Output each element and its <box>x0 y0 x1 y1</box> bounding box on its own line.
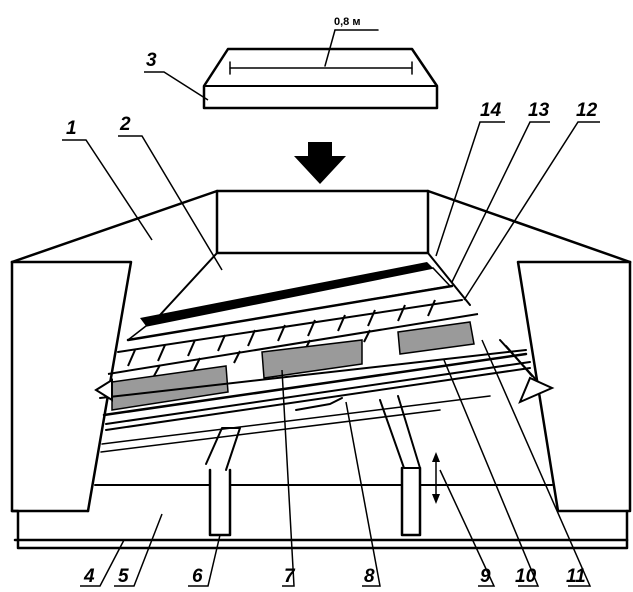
callout-12: 12 <box>576 100 598 121</box>
callout-10: 10 <box>515 566 537 587</box>
callout-1: 1 <box>66 118 77 139</box>
callout-3: 3 <box>146 50 157 71</box>
grid-hatching <box>107 299 479 377</box>
callout-7: 7 <box>284 566 296 587</box>
leader-lines <box>62 71 600 587</box>
plate-layers <box>117 262 463 353</box>
dimension-label: 0,8 м <box>334 16 361 28</box>
callout-2: 2 <box>119 114 131 135</box>
tray-base <box>99 349 531 453</box>
dimension-marker: 0,8 м <box>324 16 379 67</box>
callout-8: 8 <box>364 566 375 587</box>
right-flow-arrow-icon <box>499 339 555 404</box>
load-direction-arrow-icon <box>294 142 346 184</box>
callout-13: 13 <box>528 100 550 121</box>
callout-9: 9 <box>480 566 491 587</box>
callout-labels: 3 1 2 14 13 12 4 5 6 7 8 9 10 11 <box>66 50 598 587</box>
callout-14: 14 <box>480 100 502 121</box>
left-flow-arrow-icon <box>94 378 113 402</box>
outer-housing <box>10 189 632 550</box>
callout-5: 5 <box>118 566 129 587</box>
grey-plates <box>111 321 475 411</box>
load-block <box>202 47 439 110</box>
callout-11: 11 <box>566 566 586 587</box>
supports <box>94 395 553 537</box>
callout-4: 4 <box>83 566 95 587</box>
callout-6: 6 <box>192 566 203 587</box>
gauge-marker <box>432 452 440 504</box>
